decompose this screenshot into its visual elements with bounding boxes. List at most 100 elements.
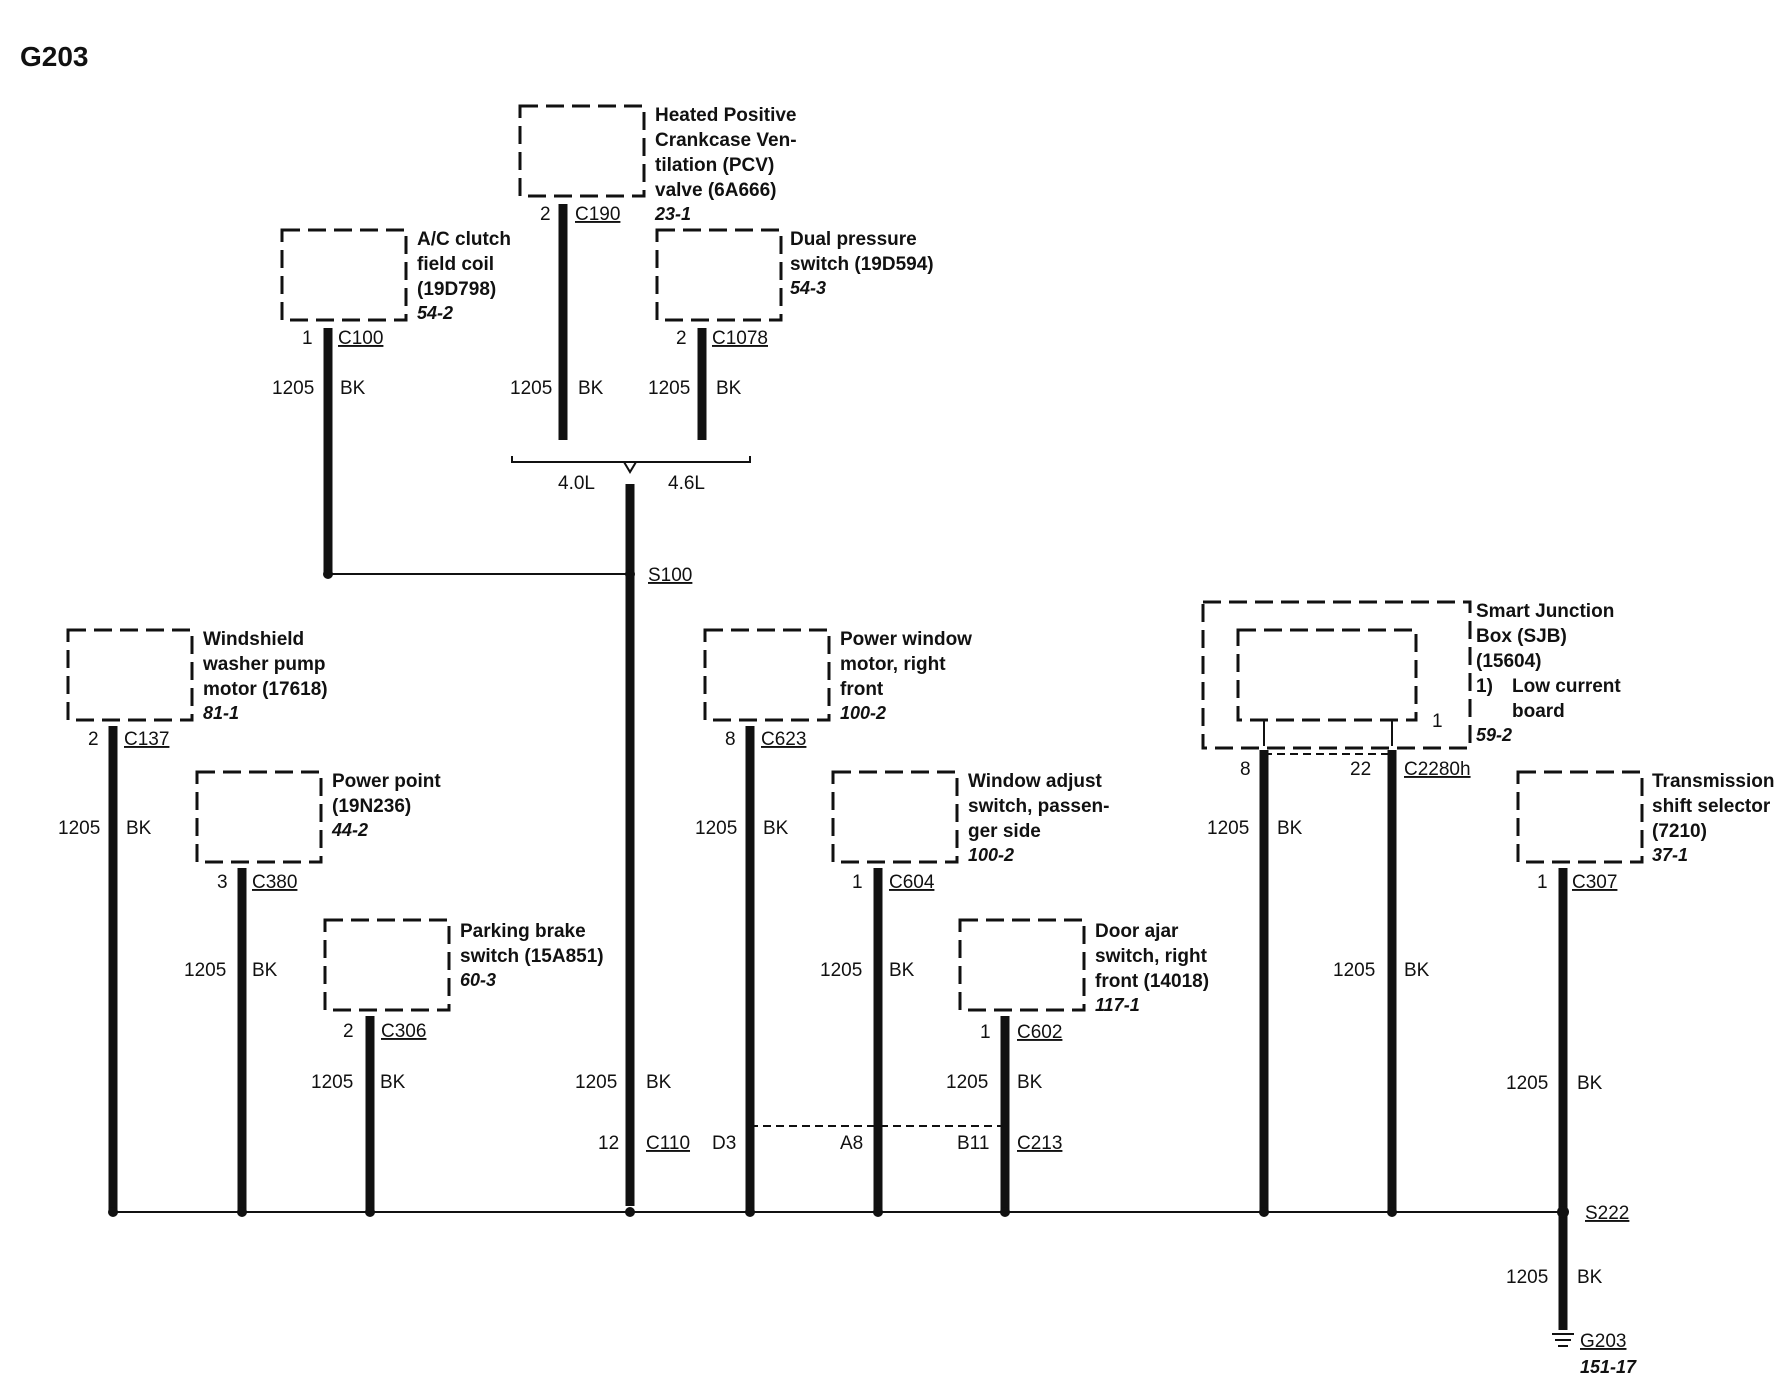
sjb-circuit-b: 1205 bbox=[1333, 960, 1375, 981]
pcv-label-4: valve (6A666) bbox=[655, 180, 776, 201]
ground-icon bbox=[1552, 1333, 1574, 1347]
pcv-label-2: Crankcase Ven- bbox=[655, 130, 797, 151]
window-adjust-pin: 1 bbox=[852, 872, 863, 893]
door-ajar-box bbox=[958, 918, 1086, 1012]
pcv-box bbox=[518, 104, 646, 198]
trans-connector: C307 bbox=[1572, 872, 1617, 893]
splice-dot-power-window bbox=[745, 1207, 755, 1217]
splice-dot-door-ajar bbox=[1000, 1207, 1010, 1217]
pcv-pin: 2 bbox=[540, 204, 551, 225]
washer-box bbox=[66, 628, 194, 722]
sjb-outer-box bbox=[1201, 600, 1472, 750]
ac-clutch-box bbox=[280, 228, 408, 322]
door-ajar-circuit: 1205 bbox=[946, 1072, 988, 1093]
parking-brake-ref: 60-3 bbox=[460, 970, 496, 990]
window-adjust-ref: 100-2 bbox=[968, 845, 1014, 865]
sjb-pin-b: 22 bbox=[1350, 759, 1371, 780]
sjb-inner-label: 1 bbox=[1432, 711, 1443, 732]
dual-pressure-ref: 54-3 bbox=[790, 278, 826, 298]
sjb-color-b: BK bbox=[1404, 960, 1430, 981]
splice-dot-parking-brake bbox=[365, 1207, 375, 1217]
sjb-color-a: BK bbox=[1277, 818, 1303, 839]
c110-circuit: 1205 bbox=[575, 1072, 617, 1093]
ac-clutch-label-2: field coil bbox=[417, 254, 494, 275]
dual-pressure-label-1: Dual pressure bbox=[790, 229, 917, 250]
door-ajar-connector: C602 bbox=[1017, 1022, 1062, 1043]
trans-pin: 1 bbox=[1537, 872, 1548, 893]
power-window-label-2: motor, right bbox=[840, 654, 946, 675]
sjb-label-2: Box (SJB) bbox=[1476, 626, 1567, 647]
trans-label-2: shift selector bbox=[1652, 796, 1771, 817]
component-power-point: Power point (19N236) 44-2 3 C380 1205 BK bbox=[184, 770, 441, 981]
ground-ref: 151-17 bbox=[1580, 1357, 1637, 1377]
power-point-label-2: (19N236) bbox=[332, 796, 411, 817]
ac-clutch-color: BK bbox=[340, 378, 366, 399]
diagram-title: G203 bbox=[20, 41, 89, 72]
engine-option-brace bbox=[511, 456, 751, 463]
trans-color: BK bbox=[1577, 1073, 1603, 1094]
washer-circuit: 1205 bbox=[58, 818, 100, 839]
window-adjust-label-3: ger side bbox=[968, 821, 1041, 842]
trans-box bbox=[1516, 770, 1644, 864]
component-window-adjust: Window adjust switch, passen- ger side 1… bbox=[820, 770, 1110, 981]
parking-brake-pin: 2 bbox=[343, 1021, 354, 1042]
pcv-label-1: Heated Positive bbox=[655, 105, 797, 126]
window-adjust-color: BK bbox=[889, 960, 915, 981]
power-window-circuit: 1205 bbox=[695, 818, 737, 839]
component-washer: Windshield washer pump motor (17618) 81-… bbox=[58, 628, 328, 839]
power-point-connector: C380 bbox=[252, 872, 297, 893]
ground-label: G203 bbox=[1580, 1331, 1626, 1352]
c110-pin: 12 bbox=[598, 1133, 619, 1154]
power-window-connector: C623 bbox=[761, 729, 806, 750]
washer-pin: 2 bbox=[88, 729, 99, 750]
power-window-label-3: front bbox=[840, 679, 884, 700]
splice-dot-sjb-a bbox=[1259, 1207, 1269, 1217]
power-point-color: BK bbox=[252, 960, 278, 981]
splice-dot-window-adjust bbox=[873, 1207, 883, 1217]
s100-label: S100 bbox=[648, 565, 692, 586]
pcv-connector: C190 bbox=[575, 204, 620, 225]
washer-label-1: Windshield bbox=[203, 629, 304, 650]
washer-ref: 81-1 bbox=[203, 703, 239, 723]
power-window-ref: 100-2 bbox=[840, 703, 886, 723]
sjb-label-1: Smart Junction bbox=[1476, 601, 1614, 622]
splice-dot-sjb-b bbox=[1387, 1207, 1397, 1217]
splice-dot-power-point bbox=[237, 1207, 247, 1217]
sjb-circuit-a: 1205 bbox=[1207, 818, 1249, 839]
pcv-ref: 23-1 bbox=[654, 204, 691, 224]
sjb-note-2: board bbox=[1512, 701, 1565, 722]
ac-clutch-circuit: 1205 bbox=[272, 378, 314, 399]
power-point-label-1: Power point bbox=[332, 771, 441, 792]
trans-circuit: 1205 bbox=[1506, 1073, 1548, 1094]
sjb-ref: 59-2 bbox=[1476, 725, 1512, 745]
ground-color: BK bbox=[1577, 1267, 1603, 1288]
dual-pressure-circuit: 1205 bbox=[648, 378, 690, 399]
s100-dot-left bbox=[323, 569, 333, 579]
component-dual-pressure: Dual pressure switch (19D594) 54-3 2 C10… bbox=[648, 228, 934, 399]
door-ajar-label-1: Door ajar bbox=[1095, 921, 1179, 942]
washer-color: BK bbox=[126, 818, 152, 839]
component-door-ajar: Door ajar switch, right front (14018) 11… bbox=[946, 918, 1209, 1093]
splice-dot-c110 bbox=[625, 1207, 635, 1217]
component-trans: Transmission shift selector (7210) 37-1 … bbox=[1506, 770, 1775, 1094]
dual-pressure-pin: 2 bbox=[676, 328, 687, 349]
component-ac-clutch: A/C clutch field coil (19D798) 54-2 1 C1… bbox=[272, 228, 511, 399]
dual-pressure-color: BK bbox=[716, 378, 742, 399]
door-ajar-pin: 1 bbox=[980, 1022, 991, 1043]
s222-label: S222 bbox=[1585, 1203, 1629, 1224]
splice-dot-washer bbox=[108, 1207, 118, 1217]
parking-brake-color: BK bbox=[380, 1072, 406, 1093]
sjb-internal-leads bbox=[1263, 720, 1393, 746]
door-ajar-label-3: front (14018) bbox=[1095, 971, 1209, 992]
power-window-color: BK bbox=[763, 818, 789, 839]
sjb-note-num: 1) bbox=[1476, 676, 1493, 697]
c213-connector: C213 bbox=[1017, 1133, 1062, 1154]
ground-circuit: 1205 bbox=[1506, 1267, 1548, 1288]
door-ajar-color: BK bbox=[1017, 1072, 1043, 1093]
washer-label-2: washer pump bbox=[202, 654, 325, 675]
component-parking-brake: Parking brake switch (15A851) 60-3 2 C30… bbox=[311, 918, 604, 1093]
window-adjust-box bbox=[831, 770, 959, 864]
sjb-inner-box bbox=[1236, 628, 1418, 722]
pcv-circuit: 1205 bbox=[510, 378, 552, 399]
